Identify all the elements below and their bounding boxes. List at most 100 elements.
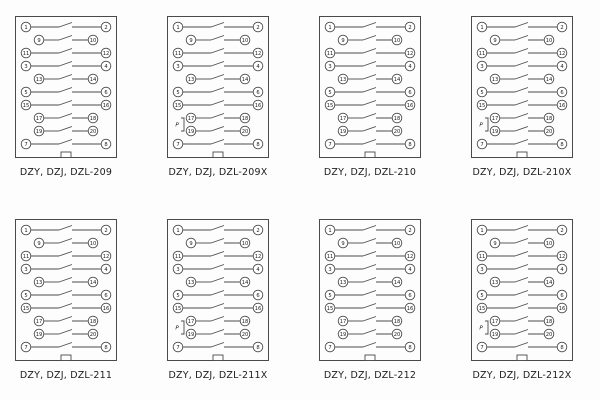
terminal-number: 2: [408, 25, 411, 31]
terminal-circle: [172, 263, 184, 275]
contact-blade: [58, 264, 73, 270]
contact-blade: [210, 342, 225, 348]
terminal-circle: [20, 60, 32, 72]
contact-blade: [210, 35, 225, 41]
contact-blade: [362, 251, 377, 257]
terminal-circle: [556, 138, 568, 150]
contact-blade: [210, 87, 225, 93]
contact-blade: [362, 139, 377, 145]
contact-blade: [58, 329, 73, 335]
contact-blade: [210, 139, 225, 145]
terminal-circle: [33, 125, 45, 137]
terminal-circle: [556, 250, 568, 262]
contact-blade: [210, 61, 225, 67]
terminal-circle: [489, 237, 501, 249]
contact-blade: [514, 329, 529, 335]
terminal-number: 5: [176, 293, 179, 299]
mounting-notch: [364, 151, 376, 158]
terminal-number: 5: [480, 293, 483, 299]
contact-blade: [514, 303, 529, 309]
terminal-number: 9: [37, 38, 40, 44]
terminal-circle: [100, 289, 112, 301]
contact-blade: [210, 290, 225, 296]
terminal-circle: [239, 34, 251, 46]
terminal-circle: [87, 315, 99, 327]
terminal-number: 6: [408, 90, 411, 96]
terminal-circle: [337, 237, 349, 249]
terminal-circle: [172, 99, 184, 111]
terminal-circle: [324, 99, 336, 111]
terminal-number: 10: [546, 241, 553, 247]
contact-blade: [362, 113, 377, 119]
terminal-circle: [476, 99, 488, 111]
terminal-circle: [33, 112, 45, 124]
terminal-number: 4: [560, 64, 564, 70]
terminal-number: 3: [328, 64, 331, 70]
terminal-circle: [239, 315, 251, 327]
contact-blade: [514, 35, 529, 41]
terminal-number: 6: [408, 293, 411, 299]
contact-blade: [514, 264, 529, 270]
terminal-circle: [391, 328, 403, 340]
mounting-notch: [364, 354, 376, 361]
terminal-number: 12: [407, 51, 414, 57]
terminal-circle: [404, 86, 416, 98]
terminal-circle: [476, 250, 488, 262]
terminal-number: 12: [559, 254, 566, 260]
terminal-circle: [556, 224, 568, 236]
terminal-number: 12: [255, 254, 262, 260]
contact-blade: [514, 316, 529, 322]
terminal-circle: [100, 341, 112, 353]
terminal-number: 15: [23, 103, 30, 109]
terminal-number: 2: [104, 228, 107, 234]
terminal-number: 11: [327, 254, 334, 260]
terminal-number: 14: [546, 280, 553, 286]
diagram-caption: DZY, DZJ, DZL-209: [19, 167, 113, 178]
terminal-number: 9: [493, 38, 496, 44]
terminal-circle: [87, 237, 99, 249]
terminal-circle: [556, 21, 568, 33]
terminal-circle: [324, 47, 336, 59]
terminal-circle: [489, 125, 501, 137]
terminal-circle: [185, 73, 197, 85]
contact-blade: [58, 303, 73, 309]
terminal-circle: [556, 86, 568, 98]
contact-blade: [210, 74, 225, 80]
terminal-number: 16: [559, 103, 566, 109]
terminal-number: 17: [36, 116, 43, 122]
terminal-number: 19: [492, 332, 499, 338]
terminal-circle: [404, 263, 416, 275]
terminal-number: 16: [407, 103, 414, 109]
terminal-number: 7: [480, 345, 483, 351]
terminal-circle: [185, 315, 197, 327]
contact-blade: [210, 100, 225, 106]
terminal-number: 19: [340, 129, 347, 135]
terminal-circle: [33, 34, 45, 46]
contact-blade: [210, 264, 225, 270]
terminal-circle: [391, 34, 403, 46]
contact-blade: [362, 87, 377, 93]
contact-blade: [210, 22, 225, 28]
terminal-number: 7: [328, 142, 331, 148]
terminal-circle: [556, 99, 568, 111]
mounting-notch: [60, 151, 72, 158]
contact-blade: [514, 139, 529, 145]
terminal-circle: [100, 224, 112, 236]
p-coil-text: P: [175, 326, 179, 332]
terminal-number: 5: [328, 293, 331, 299]
terminal-circle: [404, 224, 416, 236]
terminal-circle: [100, 138, 112, 150]
terminal-number: 1: [480, 25, 483, 31]
terminal-number: 15: [175, 306, 182, 312]
terminal-number: 8: [104, 142, 107, 148]
terminal-circle: [489, 34, 501, 46]
terminal-number: 16: [103, 306, 110, 312]
terminal-number: 6: [560, 293, 563, 299]
p-coil-label: P: [479, 320, 489, 335]
terminal-circle: [239, 112, 251, 124]
terminal-number: 16: [103, 103, 110, 109]
